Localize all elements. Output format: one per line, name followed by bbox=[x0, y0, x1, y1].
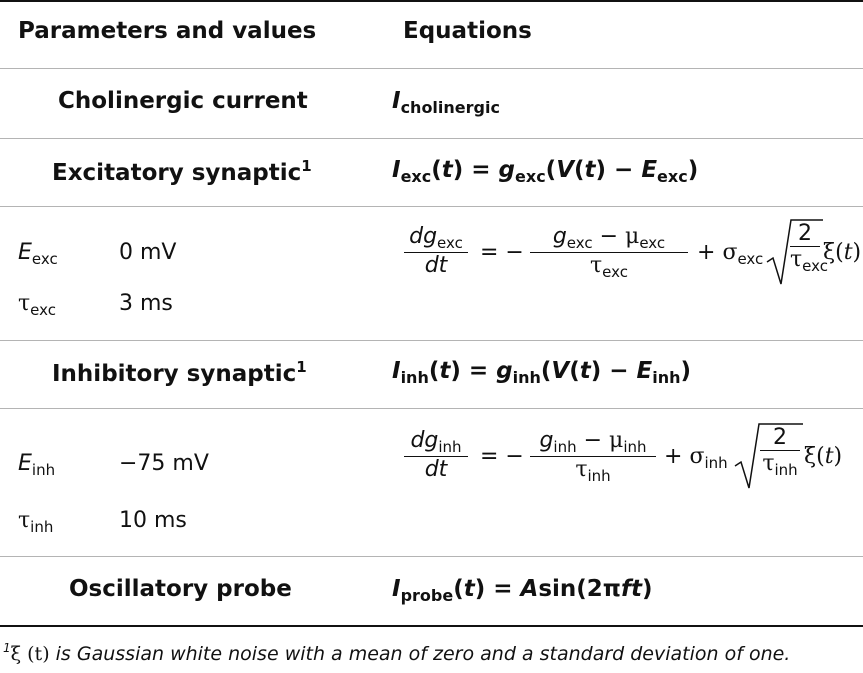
section-cholinergic-title: Cholinergic current bbox=[58, 88, 308, 114]
fraction-relaxation: gexc − μexc τexc bbox=[530, 224, 688, 281]
param-tau-inh: τinh bbox=[18, 508, 54, 536]
fraction-two-over-tau: 2 τexc bbox=[790, 221, 828, 275]
header-rule bbox=[0, 68, 863, 69]
section-oscillatory-title: Oscillatory probe bbox=[69, 576, 292, 602]
value-tau-exc: 3 ms bbox=[119, 291, 173, 316]
fraction-dg-dt: dgexc dt bbox=[404, 224, 468, 278]
table-footnote: 1ξ (t) is Gaussian white noise with a me… bbox=[3, 641, 791, 665]
fraction-dg-dt: dginh dt bbox=[404, 428, 468, 482]
section-excitatory-title: Excitatory synaptic1 bbox=[52, 157, 312, 186]
param-tau-exc: τexc bbox=[18, 291, 56, 319]
row-rule bbox=[0, 340, 863, 341]
sqrt-sign bbox=[766, 219, 823, 285]
fraction-relaxation: ginh − μinh τinh bbox=[530, 428, 656, 485]
row-rule bbox=[0, 206, 863, 207]
excitatory-current-equation: Iexc(t) = gexc(V(t) − Eexc) bbox=[392, 157, 699, 186]
value-e-inh: −75 mV bbox=[119, 451, 209, 476]
section-inhibitory-title: Inhibitory synaptic1 bbox=[52, 358, 307, 387]
value-e-exc: 0 mV bbox=[119, 240, 177, 265]
fraction-two-over-tau: 2 τinh bbox=[760, 425, 800, 479]
param-e-inh: Einh bbox=[18, 451, 56, 479]
cholinergic-equation: Icholinergic bbox=[392, 88, 500, 117]
param-e-exc: Eexc bbox=[18, 240, 58, 268]
value-tau-inh: 10 ms bbox=[119, 508, 187, 533]
row-rule bbox=[0, 138, 863, 139]
inhibitory-current-equation: Iinh(t) = ginh(V(t) − Einh) bbox=[392, 358, 692, 387]
oscillatory-probe-equation: Iprobe(t) = Asin(2πft) bbox=[392, 576, 653, 605]
top-rule bbox=[0, 0, 863, 2]
row-rule bbox=[0, 556, 863, 557]
header-params: Parameters and values bbox=[18, 18, 317, 44]
sqrt-sign bbox=[734, 423, 803, 489]
bottom-rule bbox=[0, 625, 863, 627]
row-rule bbox=[0, 408, 863, 409]
header-equations: Equations bbox=[403, 18, 532, 44]
